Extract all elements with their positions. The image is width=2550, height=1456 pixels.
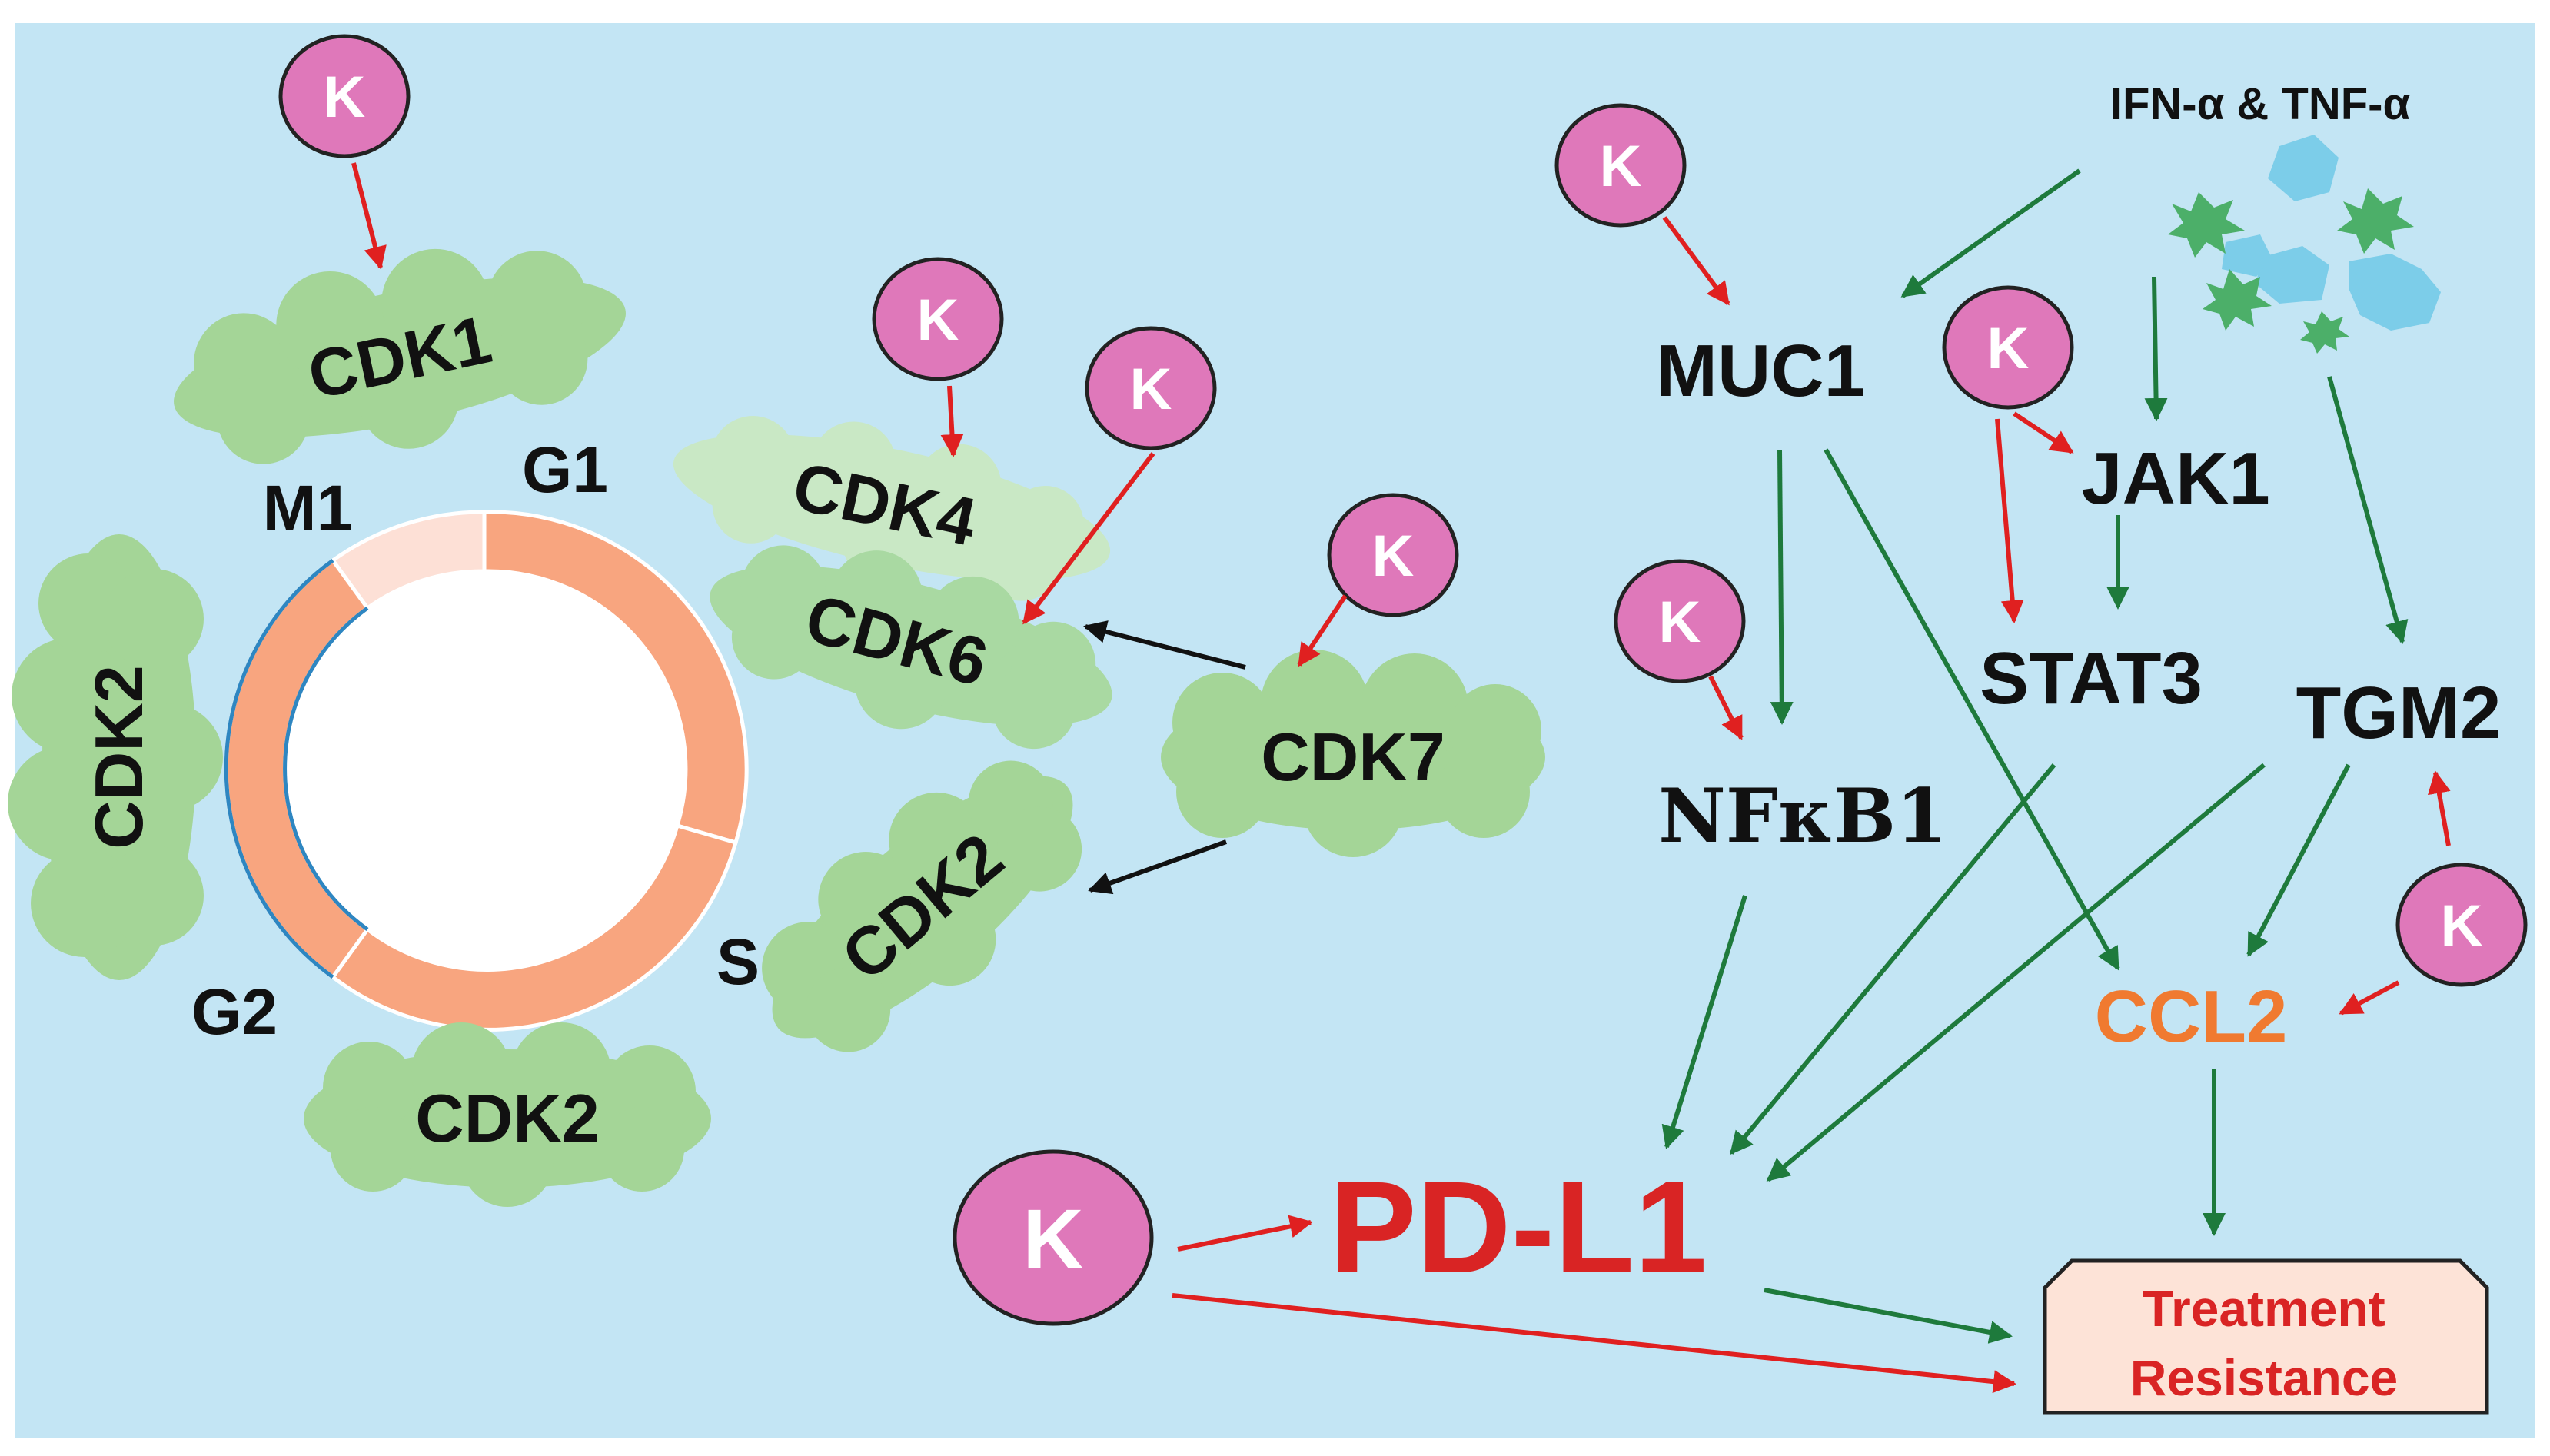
- k-label: K: [2441, 893, 2483, 959]
- k-inhibitor-jak1-stat3: K: [1942, 285, 2074, 410]
- activation-arrows: [1661, 168, 2409, 1344]
- treatment-line2: Resistance: [2130, 1349, 2399, 1406]
- arrow-cdk7-cdk6: [1083, 620, 1246, 670]
- k-label: K: [917, 288, 959, 353]
- arrow-cytokine-tgm2: [2327, 376, 2409, 644]
- arrow-k-cdk6: [1022, 452, 1155, 625]
- arrow-k-nfkb1: [1708, 675, 1744, 740]
- arrow-k-cdk7: [1297, 594, 1348, 667]
- arrow-cytokine-muc1: [1900, 168, 2081, 298]
- arrow-muc1-nfkb1: [1770, 449, 1794, 725]
- phase-s-label: S: [716, 926, 760, 998]
- cdk2-right-cloud: CDK2: [762, 760, 1082, 1052]
- k-label: K: [1372, 524, 1415, 589]
- arrow-k-pdl1: [1177, 1215, 1313, 1252]
- cytokines-label: IFN-α & TNF-α: [2110, 79, 2411, 129]
- ring-edge-inner: [283, 606, 369, 932]
- arrow-k-cdk1: [351, 162, 387, 270]
- arrow-k-treatment: [1172, 1293, 2016, 1394]
- ring-edge-outer: [224, 558, 334, 979]
- cdk2-left-label: CDK2: [81, 665, 157, 849]
- cdk2-left-cloud: CDK2: [8, 534, 223, 980]
- cdk2-bottom-cloud: CDK2: [304, 1022, 711, 1207]
- k-inhibitor-pdl1: K: [953, 1149, 1154, 1326]
- arrow-stat3-pdl1: [1729, 763, 2056, 1155]
- inhibition-arrows: [351, 162, 2451, 1394]
- arrow-k-ccl2: [2339, 980, 2400, 1016]
- phase-m1-label: M1: [263, 472, 353, 544]
- stat3-label: STAT3: [1980, 637, 2203, 720]
- cdk6-cloud: CDK6: [710, 545, 1112, 750]
- treatment-resistance-box: Treatment Resistance: [2043, 1258, 2489, 1415]
- k-inhibitor-nfkb1: K: [1614, 559, 1746, 683]
- k-inhibitor-cdk7: K: [1327, 493, 1459, 617]
- arrow-tgm2-ccl2: [2246, 763, 2351, 957]
- cytokine-cluster-icon: [2168, 135, 2441, 354]
- k-label: K: [324, 65, 366, 130]
- arrow-k-cdk4: [940, 385, 964, 457]
- ring-segment-g1: [482, 510, 749, 846]
- ccl2-label: CCL2: [2095, 976, 2288, 1058]
- arrow-nfkb1-pdl1: [1661, 895, 1747, 1149]
- jak1-label: JAK1: [2081, 437, 2269, 520]
- k-inhibitor-cdk6: K: [1085, 326, 1217, 450]
- k-label: K: [1130, 357, 1172, 422]
- k-inhibitor-cdk4: K: [872, 257, 1004, 381]
- cdk7-activation-arrows: [1083, 620, 1246, 895]
- cdk7-label: CDK7: [1261, 719, 1445, 795]
- k-inhibitor-tgm2-ccl2: K: [2395, 863, 2528, 987]
- arrow-tgm2-pdl1: [1766, 763, 2266, 1182]
- arrow-cytokine-jak1: [2144, 276, 2168, 421]
- cdk7-cloud: CDK7: [1161, 650, 1545, 857]
- arrow-pdl1-treatment: [1764, 1288, 2013, 1344]
- cdk2-bottom-label: CDK2: [415, 1080, 600, 1156]
- treatment-line1: Treatment: [2143, 1280, 2385, 1337]
- k-label: K: [1600, 134, 1642, 199]
- tgm2-label: TGM2: [2296, 672, 2502, 754]
- k-label: K: [1022, 1192, 1083, 1287]
- cdk1-cloud: CDK1: [174, 248, 626, 464]
- muc1-label: MUC1: [1656, 330, 1865, 412]
- k-label: K: [1659, 590, 1701, 655]
- ring-segment-s: [330, 823, 739, 1032]
- cell-cycle-ring: [224, 510, 749, 1032]
- arrow-cdk7-cdk2: [1088, 839, 1228, 895]
- arrow-k-muc1: [1662, 216, 1730, 306]
- arrow-k-tgm2: [2427, 770, 2451, 846]
- pdl1-label: PD-L1: [1329, 1155, 1707, 1301]
- arrow-k-stat3: [1995, 418, 2024, 623]
- nfkb1-label: NFκB1: [1658, 773, 1947, 859]
- k-inhibitor-cdk1: K: [278, 34, 411, 158]
- phase-g1-label: G1: [522, 434, 608, 506]
- phase-g2-label: G2: [191, 976, 278, 1048]
- k-inhibitor-muc1: K: [1554, 103, 1687, 228]
- arrow-muc1-ccl2: [1824, 448, 2120, 971]
- k-label: K: [1987, 316, 2030, 381]
- arrow-k-jak1: [2013, 411, 2074, 454]
